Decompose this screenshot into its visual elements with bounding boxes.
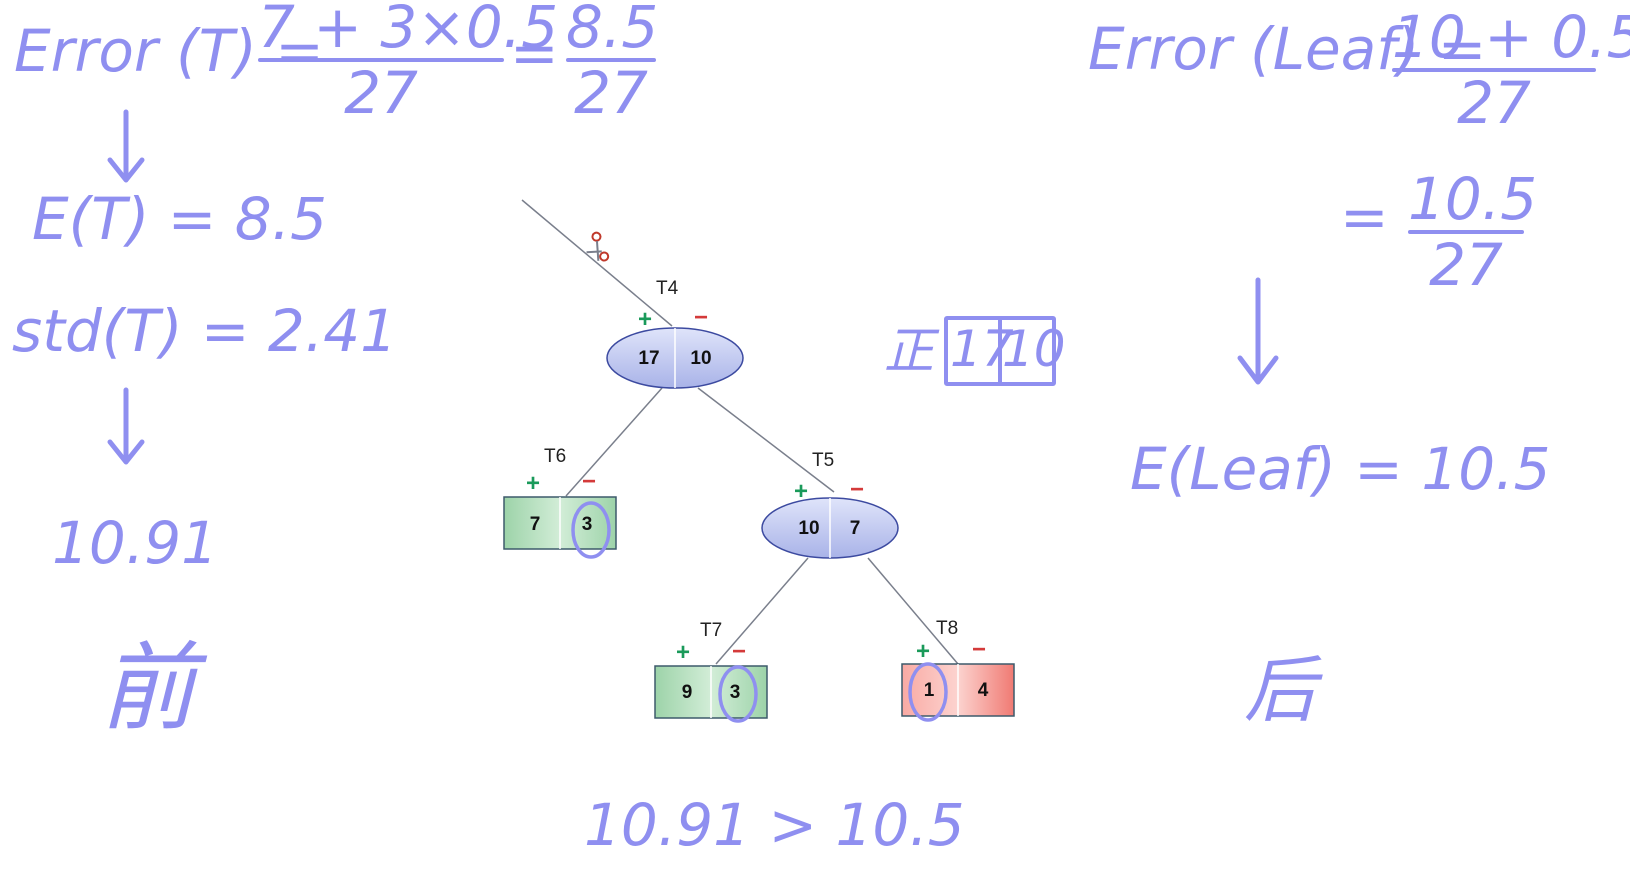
scissors-icon: [586, 231, 610, 262]
circle-t7-neg: [718, 665, 758, 723]
down-arrow-icon: [1237, 277, 1279, 385]
error-t-numerator: 7 + 3×0.5: [258, 0, 559, 61]
label-after: 后: [1244, 648, 1317, 732]
annotation-box: 17 10: [944, 316, 1066, 386]
minus-t5: −: [850, 476, 865, 503]
error-leaf-numerator-2: 10.5: [1408, 165, 1538, 233]
error-leaf-fraction-bar: [1392, 68, 1596, 72]
error-t-numerator-2: 8.5: [566, 0, 659, 61]
error-t-fraction-2: 8.5 27: [566, 0, 659, 122]
t8-pos: 1: [923, 680, 935, 701]
t7-neg: 3: [729, 682, 741, 703]
down-arrow-icon: [107, 109, 145, 183]
std-value: std(T) = 2.41: [12, 297, 398, 365]
plus-t6: +: [526, 470, 541, 497]
comparison: 10.91 > 10.5: [584, 791, 965, 859]
result-value: 10.91: [52, 509, 219, 577]
down-arrow-icon: [107, 387, 145, 465]
error-t-lhs: Error (T) =: [14, 17, 324, 85]
plus-t8: +: [916, 638, 931, 665]
t5-neg: 7: [849, 518, 861, 539]
label-t8: T8: [936, 618, 959, 639]
annotation-value-b: 10: [1002, 320, 1066, 378]
label-t7: T7: [700, 620, 723, 641]
t8-neg: 4: [977, 680, 989, 701]
error-leaf-denominator-2: 27: [1429, 231, 1503, 299]
error-leaf-fraction: 10 + 0.5 27: [1392, 8, 1630, 132]
minus-t7: −: [732, 638, 747, 665]
error-leaf-fraction-bar-2: [1408, 230, 1524, 234]
error-t-fraction-bar: [258, 58, 504, 62]
plus-t4: +: [638, 306, 653, 333]
error-t-denominator-2: 27: [574, 59, 648, 127]
error-t-denominator: 27: [344, 59, 418, 127]
eleaf-value: E(Leaf) = 10.5: [1130, 435, 1551, 503]
error-leaf-equals: =: [1340, 183, 1389, 251]
label-t4: T4: [656, 278, 679, 299]
edge-t4-t6: [565, 387, 663, 497]
error-leaf-fraction-2: 10.5 27: [1408, 170, 1537, 294]
edge-root: [521, 199, 673, 327]
t4-neg: 10: [690, 348, 712, 369]
et-value: E(T) = 8.5: [32, 185, 328, 253]
t7-pos: 9: [681, 682, 693, 703]
minus-t8: −: [972, 636, 987, 663]
circle-t8-pos: [908, 662, 948, 722]
t6-pos: 7: [529, 514, 541, 535]
error-leaf-denominator: 27: [1457, 69, 1531, 137]
label-t5: T5: [812, 450, 835, 471]
edge-t5-t8: [867, 557, 959, 665]
label-before: 前: [100, 632, 196, 744]
plus-t7: +: [676, 639, 691, 666]
circle-t6-neg: [571, 501, 611, 559]
edge-t5-t7: [715, 557, 809, 665]
t4-pos: 17: [638, 348, 660, 369]
t5-pos: 10: [798, 518, 820, 539]
annotation-divider: [998, 320, 1002, 382]
annotation-value-a: 17: [950, 320, 1014, 378]
minus-t6: −: [582, 468, 597, 495]
error-t-fraction: 7 + 3×0.5 27: [258, 0, 558, 122]
minus-t4: −: [694, 304, 709, 331]
t6-neg: 3: [581, 514, 593, 535]
edge-t4-t5: [697, 387, 835, 493]
error-t-fraction-bar-2: [566, 58, 656, 62]
annotation-char: 正: [884, 322, 934, 380]
plus-t5: +: [794, 478, 809, 505]
error-leaf-numerator: 10 + 0.5: [1392, 3, 1630, 71]
label-t6: T6: [544, 446, 567, 467]
error-t-equals: =: [510, 19, 559, 87]
